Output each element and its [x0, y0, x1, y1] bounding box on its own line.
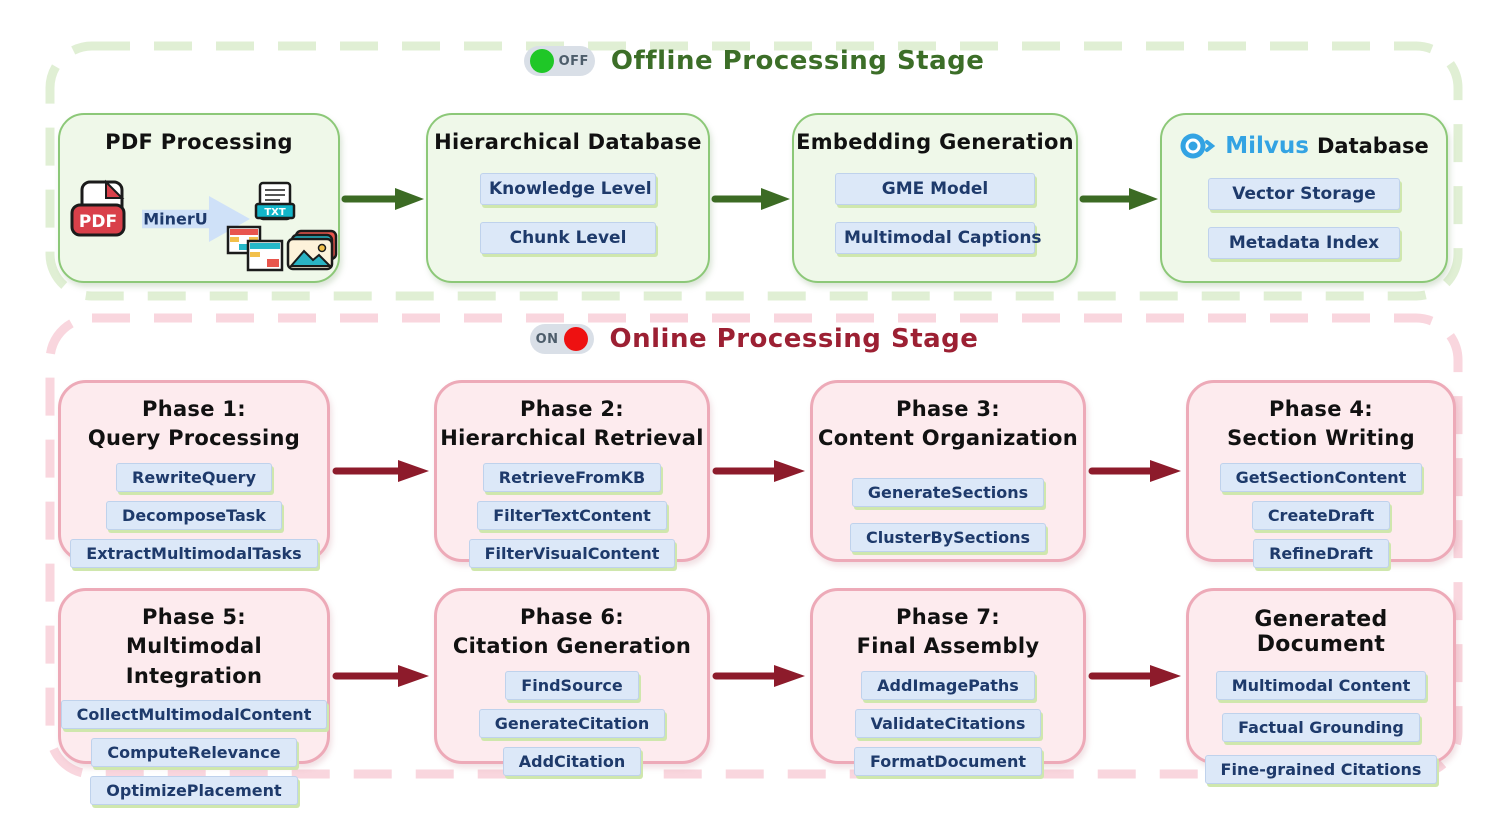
spreadsheet-tables-icon — [226, 225, 284, 272]
pdf-icon-label: PDF — [79, 212, 117, 232]
tool-pill: AddCitation — [502, 746, 642, 776]
toggle-off-label: OFF — [558, 53, 589, 69]
online-flow-arrow-icon — [1088, 665, 1181, 687]
phase-3-box: Phase 3: Content Organization GenerateSe… — [810, 380, 1086, 562]
online-flow-arrow-icon — [332, 665, 429, 687]
image-stack-icon — [286, 229, 338, 271]
milvus-eye-logo-icon — [1180, 133, 1216, 159]
txt-file-icon: TXT — [254, 181, 296, 221]
online-flow-arrow-icon — [712, 460, 805, 482]
generated-document-title: Generated Document — [1254, 607, 1388, 657]
tool-pill: CollectMultimodalContent — [60, 700, 328, 730]
phase-5-box: Phase 5: Multimodal Integration CollectM… — [58, 588, 330, 806]
phase-6-box: Phase 6: Citation Generation FindSource … — [434, 588, 710, 776]
phase-7-box: Phase 7: Final Assembly AddImagePaths Va… — [810, 588, 1086, 776]
phase-7-title: Phase 7: Final Assembly — [856, 605, 1040, 659]
offline-stage-header: OFF Offline Processing Stage — [0, 46, 1508, 76]
embedding-generation-title: Embedding Generation — [796, 130, 1074, 154]
capability-pill: Vector Storage — [1208, 178, 1400, 210]
milvus-database-box: Milvus Database Vector Storage Metadata … — [1160, 113, 1448, 283]
tool-pill: FilterVisualContent — [468, 538, 676, 568]
phase-1-box: Phase 1: Query Processing RewriteQuery D… — [58, 380, 330, 568]
generated-document-box: Generated Document Multimodal Content Fa… — [1186, 588, 1456, 784]
milvus-database-title: Milvus Database — [1162, 131, 1446, 161]
output-pill: Factual Grounding — [1222, 713, 1420, 742]
tool-pill: CreateDraft — [1251, 500, 1391, 530]
pdf-processing-title: PDF Processing — [105, 130, 293, 154]
output-pill: Fine-grained Citations — [1204, 755, 1438, 784]
online-flow-arrow-icon — [1088, 460, 1181, 482]
online-flow-arrow-icon — [332, 460, 429, 482]
online-stage-title: Online Processing Stage — [609, 324, 979, 354]
tool-pill: ClusterBySections — [849, 522, 1047, 552]
capability-pill: Chunk Level — [480, 222, 656, 254]
toggle-on-label: ON — [535, 331, 559, 347]
tool-pill: DecomposeTask — [106, 500, 282, 530]
phase-4-box: Phase 4: Section Writing GetSectionConte… — [1186, 380, 1456, 568]
offline-toggle-switch[interactable]: OFF — [523, 46, 595, 76]
tool-pill: GetSectionContent — [1219, 462, 1423, 492]
offline-flow-arrow-icon — [341, 188, 424, 210]
phase-6-title: Phase 6: Citation Generation — [452, 605, 692, 659]
tool-pill: FormatDocument — [854, 746, 1042, 776]
tool-pill: GenerateCitation — [478, 708, 666, 738]
output-pill: Multimodal Content — [1215, 671, 1427, 700]
phase-1-title: Phase 1: Query Processing — [87, 397, 301, 451]
offline-flow-arrow-icon — [711, 188, 790, 210]
offline-stage-title: Offline Processing Stage — [610, 46, 985, 76]
tool-pill: ComputeRelevance — [91, 738, 297, 768]
toggle-on-dot-icon — [563, 327, 588, 351]
phase-5-title: Phase 5: Multimodal Integration — [125, 605, 263, 688]
tool-pill: FilterTextContent — [477, 500, 667, 530]
pdf-file-icon: PDF — [70, 179, 126, 237]
phase-2-title: Phase 2: Hierarchical Retrieval — [440, 397, 704, 451]
mineru-label: MinerU — [143, 209, 208, 229]
tool-pill: RetrieveFromKB — [482, 462, 662, 492]
milvus-brand-label: Milvus — [1225, 133, 1309, 159]
pdf-processing-content: PDF MinerU TXT — [60, 155, 338, 281]
tool-pill: AddImagePaths — [861, 670, 1035, 700]
tool-pill: OptimizePlacement — [90, 776, 298, 806]
capability-pill: GME Model — [835, 173, 1035, 205]
toggle-off-dot-icon — [529, 49, 554, 73]
online-flow-arrow-icon — [712, 665, 805, 687]
tool-pill: GenerateSections — [851, 477, 1045, 507]
tool-pill: RewriteQuery — [116, 462, 272, 492]
phase-4-title: Phase 4: Section Writing — [1227, 397, 1415, 451]
online-toggle-switch[interactable]: ON — [529, 324, 594, 354]
online-stage-header: ON Online Processing Stage — [0, 324, 1508, 354]
tool-pill: FindSource — [505, 670, 639, 700]
tool-pill: ValidateCitations — [854, 708, 1042, 738]
offline-flow-arrow-icon — [1079, 188, 1158, 210]
pdf-processing-box: PDF Processing PDF MinerU TXT — [58, 113, 340, 283]
hierarchical-database-title: Hierarchical Database — [434, 130, 702, 154]
capability-pill: Multimodal Captions — [835, 222, 1042, 254]
phase-3-title: Phase 3: Content Organization — [818, 397, 1078, 451]
tool-pill: RefineDraft — [1253, 538, 1389, 568]
txt-icon-label: TXT — [264, 207, 286, 218]
milvus-database-label: Database — [1316, 134, 1429, 158]
capability-pill: Metadata Index — [1208, 227, 1400, 259]
embedding-generation-box: Embedding Generation GME Model Multimoda… — [792, 113, 1078, 283]
phase-2-box: Phase 2: Hierarchical Retrieval Retrieve… — [434, 380, 710, 568]
tool-pill: ExtractMultimodalTasks — [70, 538, 318, 568]
capability-pill: Knowledge Level — [480, 173, 656, 205]
hierarchical-database-box: Hierarchical Database Knowledge Level Ch… — [426, 113, 710, 283]
